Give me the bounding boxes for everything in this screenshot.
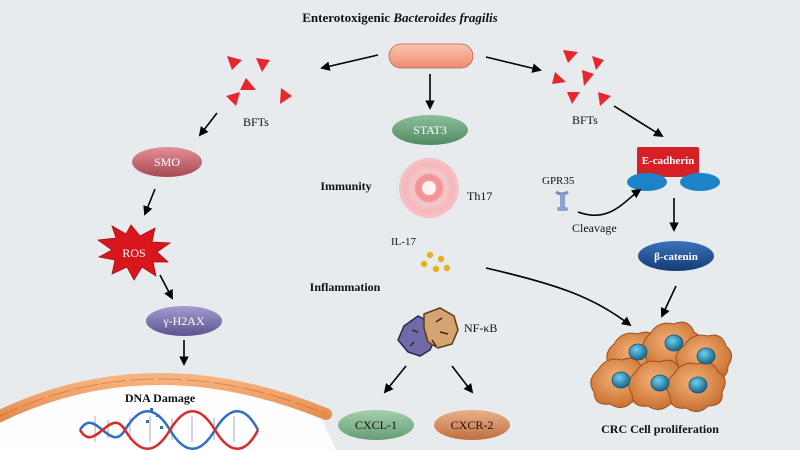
ecadherin-label: E-cadherin xyxy=(642,155,695,167)
dna-helix-icon xyxy=(78,408,260,450)
ecadherin-left-lobe xyxy=(627,173,667,191)
arrow-bacterium-to-right-bfts xyxy=(485,56,542,73)
crc-cell-cluster-icon xyxy=(590,321,732,412)
arrow-smo-to-ros xyxy=(143,188,156,216)
arrow-il17-to-crc xyxy=(485,267,632,327)
arrow-ros-to-h2ax xyxy=(159,274,173,300)
inflammation-label: Inflammation xyxy=(310,280,381,294)
gpr35-label: GPR35 xyxy=(542,175,575,187)
smo-label: SMO xyxy=(154,155,180,169)
cleavage-label: Cleavage xyxy=(572,221,617,235)
left-bfts-label: BFTs xyxy=(243,115,269,129)
immunity-label: Immunity xyxy=(320,179,371,193)
stat3-node xyxy=(392,115,468,145)
arrow-nfkb-to-cxcr2 xyxy=(451,365,474,394)
ros-label: ROS xyxy=(122,246,145,260)
arrow-bfts-to-ecadherin xyxy=(613,105,664,138)
cxcl1-label: CXCL-1 xyxy=(355,418,397,432)
arrow-betacatenin-to-crc xyxy=(660,285,677,318)
arrow-bacterium-to-left-bfts xyxy=(320,54,379,71)
smo-node xyxy=(132,147,202,177)
diagram-title: Enterotoxigenic Bacteroides fragilis xyxy=(302,10,497,25)
right-bft-toxins-icon xyxy=(552,50,611,106)
dna-damage-label: DNA Damage xyxy=(125,391,196,405)
stat3-label: STAT3 xyxy=(413,123,447,137)
gpr35-receptor-icon xyxy=(555,190,569,211)
ecadherin-right-lobe xyxy=(680,173,720,191)
arrow-nfkb-to-cxcl1 xyxy=(383,365,407,394)
cxcl1-node xyxy=(338,410,414,440)
right-bfts-label: BFTs xyxy=(572,113,598,127)
th17-label: Th17 xyxy=(467,189,492,203)
arrow-gpr35-cleavage xyxy=(577,188,642,217)
il17-label: IL-17 xyxy=(391,236,417,248)
betacatenin-label: β-catenin xyxy=(654,251,698,263)
h2ax-label: γ-H2AX xyxy=(162,314,205,328)
h2ax-node xyxy=(146,306,222,336)
ros-burst xyxy=(96,224,172,281)
betacatenin-node xyxy=(638,241,714,271)
left-bft-toxins-icon xyxy=(226,56,292,106)
nucleus-membrane xyxy=(0,372,336,450)
ecadherin-block xyxy=(637,147,699,177)
cxcr2-label: CXCR-2 xyxy=(451,418,494,432)
ecadherin-complex xyxy=(627,147,720,191)
bacterium-shape xyxy=(388,43,474,69)
th17-core-icon xyxy=(422,181,436,195)
cxcr2-node xyxy=(434,410,510,440)
arrow-bfts-to-smo xyxy=(198,112,218,137)
crc-proliferation-label: CRC Cell proliferation xyxy=(601,422,719,436)
nfkb-complex-icon xyxy=(397,307,459,357)
nfkb-label: NF-κB xyxy=(464,321,497,335)
il17-particles-icon xyxy=(420,251,451,273)
